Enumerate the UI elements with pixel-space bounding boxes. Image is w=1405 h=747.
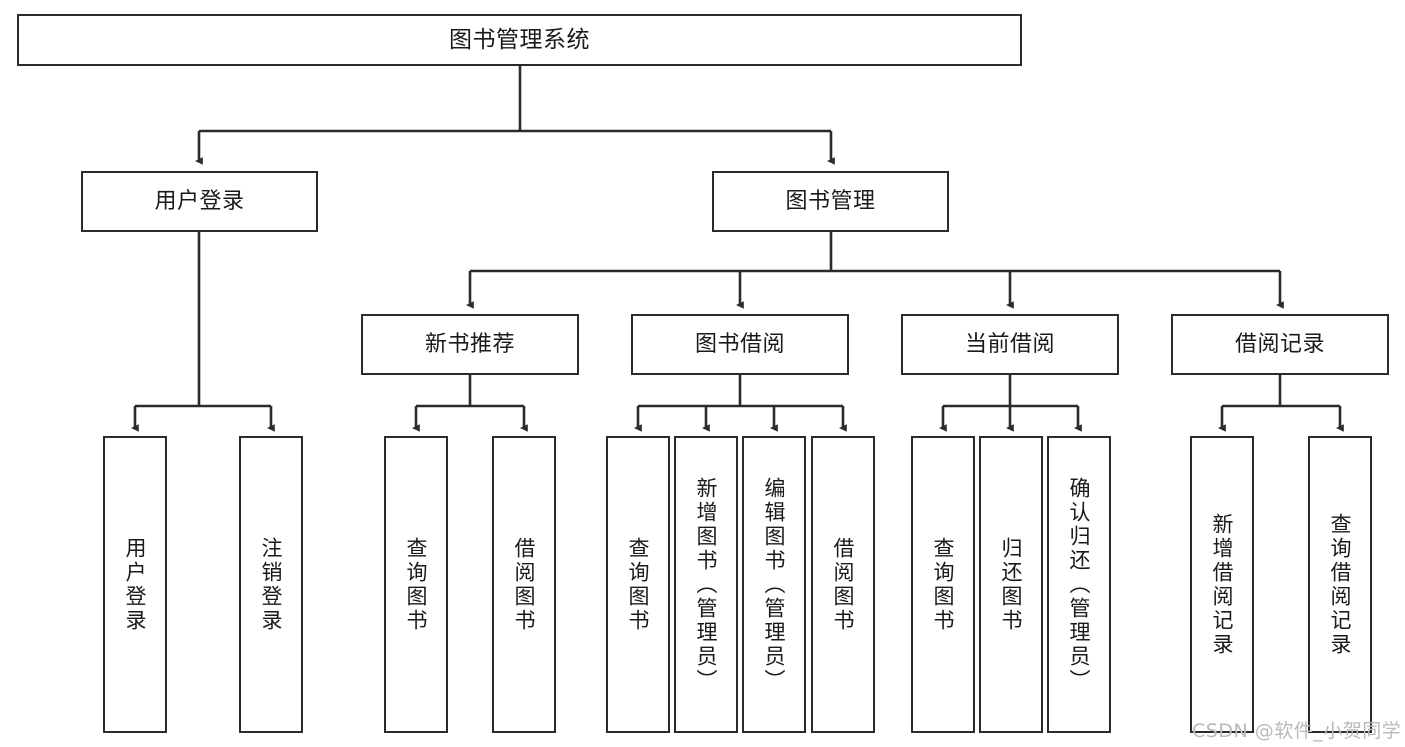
node-label: 查询借阅记录: [1328, 512, 1353, 657]
node-label: 新增借阅记录: [1210, 512, 1235, 657]
node-label: 归还图书: [999, 536, 1024, 633]
node-current-borrowing[interactable]: 当前借阅: [901, 314, 1119, 375]
leaf-query-book-current[interactable]: 查询图书: [911, 436, 975, 733]
leaf-borrow-book-recommend[interactable]: 借阅图书: [492, 436, 556, 733]
node-label: 图书管理: [785, 188, 876, 214]
leaf-query-borrow-record[interactable]: 查询借阅记录: [1308, 436, 1372, 733]
leaf-logout[interactable]: 注销登录: [239, 436, 303, 733]
leaf-return-book[interactable]: 归还图书: [979, 436, 1043, 733]
node-label: 查询图书: [931, 536, 956, 633]
node-label: 借阅图书: [512, 536, 537, 633]
leaf-query-book-borrow[interactable]: 查询图书: [606, 436, 670, 733]
leaf-borrow-book[interactable]: 借阅图书: [811, 436, 875, 733]
node-label: 用户登录: [154, 188, 245, 214]
leaf-confirm-return-admin[interactable]: 确认归还（管理员）: [1047, 436, 1111, 733]
node-label: 确认归还（管理员）: [1067, 476, 1092, 693]
node-label: 新增图书（管理员）: [694, 476, 719, 693]
leaf-add-borrow-record[interactable]: 新增借阅记录: [1190, 436, 1254, 733]
node-borrowing-records[interactable]: 借阅记录: [1171, 314, 1389, 375]
node-book-management[interactable]: 图书管理: [712, 171, 949, 232]
node-label: 查询图书: [626, 536, 651, 633]
node-book-management-system[interactable]: 图书管理系统: [17, 14, 1022, 66]
node-book-borrowing[interactable]: 图书借阅: [631, 314, 849, 375]
node-label: 注销登录: [259, 536, 284, 633]
node-label: 图书借阅: [694, 331, 785, 357]
leaf-query-book-recommend[interactable]: 查询图书: [384, 436, 448, 733]
leaf-edit-book-admin[interactable]: 编辑图书（管理员）: [742, 436, 806, 733]
leaf-add-book-admin[interactable]: 新增图书（管理员）: [674, 436, 738, 733]
node-label: 编辑图书（管理员）: [762, 476, 787, 693]
node-label: 借阅记录: [1234, 331, 1325, 357]
leaf-user-login[interactable]: 用户登录: [103, 436, 167, 733]
node-label: 当前借阅: [964, 331, 1055, 357]
node-label: 新书推荐: [424, 331, 515, 357]
node-new-book-recommendation[interactable]: 新书推荐: [361, 314, 579, 375]
node-label: 查询图书: [404, 536, 429, 633]
node-label: 借阅图书: [831, 536, 856, 633]
node-label: 用户登录: [123, 536, 148, 633]
node-label: 图书管理系统: [449, 26, 590, 53]
node-user-login[interactable]: 用户登录: [81, 171, 318, 232]
